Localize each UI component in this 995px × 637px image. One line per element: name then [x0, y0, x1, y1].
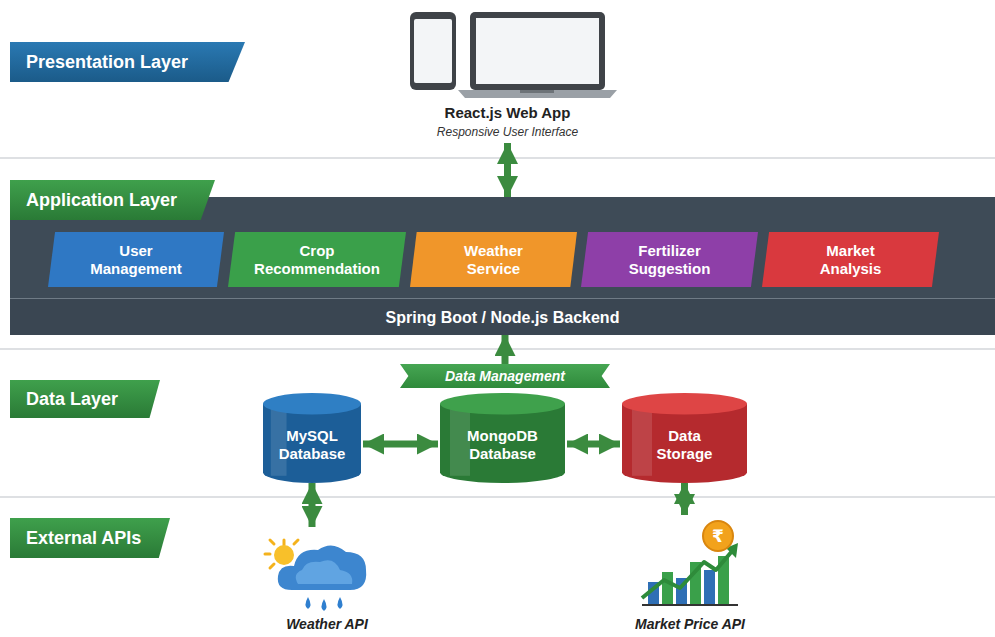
layer-separator [0, 348, 995, 350]
weather-icon [265, 540, 366, 611]
node-title: Application Layer [26, 190, 177, 211]
module-box: Weather Service [410, 232, 577, 287]
node-title: Crop Recommendation [247, 242, 387, 278]
layer-tab: Application Layer [10, 180, 215, 220]
connector-arrow [309, 483, 316, 527]
connector-arrow [363, 441, 438, 448]
node-title: React.js Web App [445, 104, 571, 121]
node-title: Presentation Layer [26, 52, 188, 73]
connector-arrow [504, 143, 511, 197]
node-title: Fertilizer Suggestion [617, 242, 722, 278]
connector-arrow [567, 441, 620, 448]
node-title: MySQL Database [270, 427, 354, 463]
market-chart-icon [642, 521, 738, 605]
node-title: User Management [79, 242, 194, 278]
layer-separator [0, 157, 995, 159]
node-subtitle: Responsive User Interface [437, 125, 578, 139]
node-title: Market Price API [635, 616, 745, 632]
layer-separator [0, 496, 995, 498]
database-cylinder: Data Storage [622, 393, 747, 483]
node-title: Weather API [286, 616, 368, 632]
module-box: Crop Recommendation [228, 232, 406, 287]
node-title: Spring Boot / Node.js Backend [386, 309, 620, 327]
currency-symbol: ₹ [712, 528, 724, 545]
connector-arrow [681, 483, 688, 515]
node-title: Data Layer [26, 389, 118, 410]
external-api: Weather API [252, 527, 402, 635]
node-title: MongoDB Database [461, 427, 545, 463]
layer-tab: External APIs [10, 518, 170, 558]
module-box: Market Analysis [762, 232, 939, 287]
banner-label: Data Management [400, 364, 610, 388]
node-title: Data Management [445, 368, 565, 384]
external-api: Market Price API [615, 515, 765, 635]
database-cylinder: MySQL Database [263, 393, 361, 483]
connector-arrow [502, 335, 509, 364]
node-title: Data Storage [643, 427, 727, 463]
database-cylinder: MongoDB Database [440, 393, 565, 483]
laptop-icon [458, 12, 617, 98]
node-title: Market Analysis [803, 242, 898, 278]
phone-icon [410, 12, 456, 90]
module-box: Fertilizer Suggestion [581, 232, 758, 287]
web-app-node: React.js Web AppResponsive User Interfac… [400, 8, 615, 143]
node-title: External APIs [26, 528, 141, 549]
layer-tab: Data Layer [10, 380, 160, 418]
layer-tab: Presentation Layer [10, 42, 245, 82]
node-title: Weather Service [446, 242, 541, 278]
module-box: User Management [48, 232, 224, 287]
